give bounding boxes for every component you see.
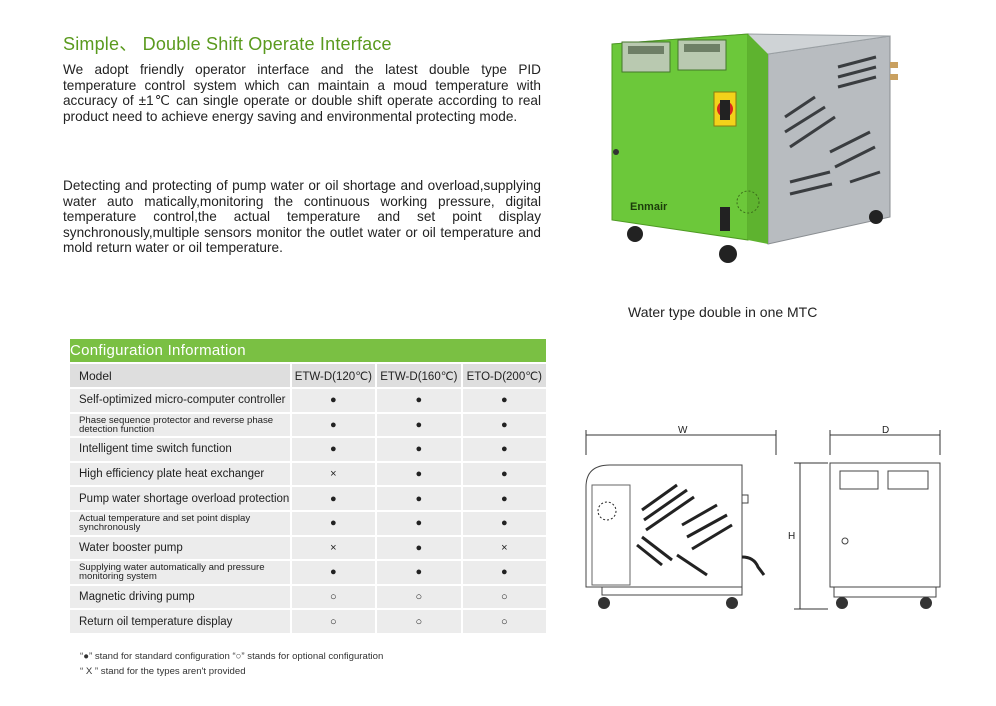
legend-note: “●” stand for standard configuration “○”…: [80, 651, 384, 662]
feature-cell: Actual temperature and set point display…: [70, 509, 291, 536]
table-row: Water booster pump×●×: [70, 534, 546, 561]
width-label: W: [678, 425, 688, 436]
config-mark: ●: [289, 436, 377, 462]
config-mark: ●: [460, 436, 546, 462]
config-mark: ●: [460, 460, 546, 487]
table-row: Supplying water automatically and pressu…: [70, 559, 546, 585]
model-header-row: Model ETW-D(120℃) ETW-D(160℃) ETO-D(200℃…: [70, 362, 546, 388]
config-mark: ●: [289, 387, 377, 413]
config-mark: ●: [375, 534, 462, 561]
table-row: Magnetic driving pump○○○: [70, 583, 546, 610]
feature-cell: High efficiency plate heat exchanger: [70, 460, 291, 487]
height-label: H: [788, 531, 795, 542]
config-mark: ●: [460, 387, 546, 413]
config-mark: ×: [289, 534, 377, 561]
table-row: Phase sequence protector and reverse pha…: [70, 411, 546, 438]
config-mark: ●: [375, 509, 462, 536]
model-label: Model: [70, 362, 291, 388]
feature-cell: Water booster pump: [70, 534, 291, 561]
config-mark: ●: [375, 387, 462, 413]
model-column: ETO-D(200℃): [460, 362, 546, 388]
table-row: Actual temperature and set point display…: [70, 509, 546, 536]
config-mark: ●: [460, 509, 546, 536]
product-image: Enmair: [611, 33, 898, 263]
table-row: Return oil temperature display○○○: [70, 608, 546, 633]
config-mark: ●: [460, 559, 546, 585]
config-mark: ●: [375, 436, 462, 462]
feature-cell: Intelligent time switch function: [70, 436, 291, 462]
table-row: Intelligent time switch function●●●: [70, 436, 546, 462]
intro-paragraph: We adopt friendly operator interface and…: [63, 62, 541, 124]
table-heading-row: Configuration Information: [70, 339, 546, 363]
depth-label: D: [882, 425, 889, 436]
table-row: Self-optimized micro-computer controller…: [70, 387, 546, 413]
config-mark: ●: [375, 460, 462, 487]
config-mark: ●: [289, 411, 377, 438]
config-mark: ○: [460, 583, 546, 610]
dimension-drawing: W D H: [585, 425, 941, 610]
feature-cell: Magnetic driving pump: [70, 583, 291, 610]
config-mark: ●: [460, 411, 546, 438]
feature-cell: Pump water shortage overload protection: [70, 485, 291, 511]
brand-logo: Enmair: [630, 201, 668, 213]
config-mark: ×: [460, 534, 546, 561]
page-title: Simple、 Double Shift Operate Interface: [63, 34, 392, 54]
table-heading: Configuration Information: [70, 339, 546, 363]
feature-cell: Phase sequence protector and reverse pha…: [70, 411, 291, 438]
config-mark: ●: [375, 559, 462, 585]
config-mark: ○: [375, 608, 462, 633]
feature-cell: Self-optimized micro-computer controller: [70, 387, 291, 413]
config-mark: ○: [289, 608, 377, 633]
config-mark: ●: [289, 559, 377, 585]
legend-note-x: “ X ” stand for the types aren't provide…: [80, 666, 246, 677]
config-mark: ●: [460, 485, 546, 511]
config-mark: ×: [289, 460, 377, 487]
feature-cell: Supplying water automatically and pressu…: [70, 559, 291, 585]
model-column: ETW-D(120℃): [289, 362, 377, 388]
config-mark: ○: [289, 583, 377, 610]
config-mark: ●: [289, 485, 377, 511]
config-mark: ○: [460, 608, 546, 633]
config-mark: ○: [375, 583, 462, 610]
table-row: Pump water shortage overload protection●…: [70, 485, 546, 511]
product-caption: Water type double in one MTC: [628, 304, 818, 320]
configuration-table: Configuration Information Model ETW-D(12…: [70, 339, 546, 633]
table-row: High efficiency plate heat exchanger×●●: [70, 460, 546, 487]
config-mark: ●: [289, 509, 377, 536]
model-column: ETW-D(160℃): [375, 362, 462, 388]
feature-cell: Return oil temperature display: [70, 608, 291, 633]
features-paragraph: Detecting and protecting of pump water o…: [63, 178, 541, 255]
config-mark: ●: [375, 411, 462, 438]
config-mark: ●: [375, 485, 462, 511]
